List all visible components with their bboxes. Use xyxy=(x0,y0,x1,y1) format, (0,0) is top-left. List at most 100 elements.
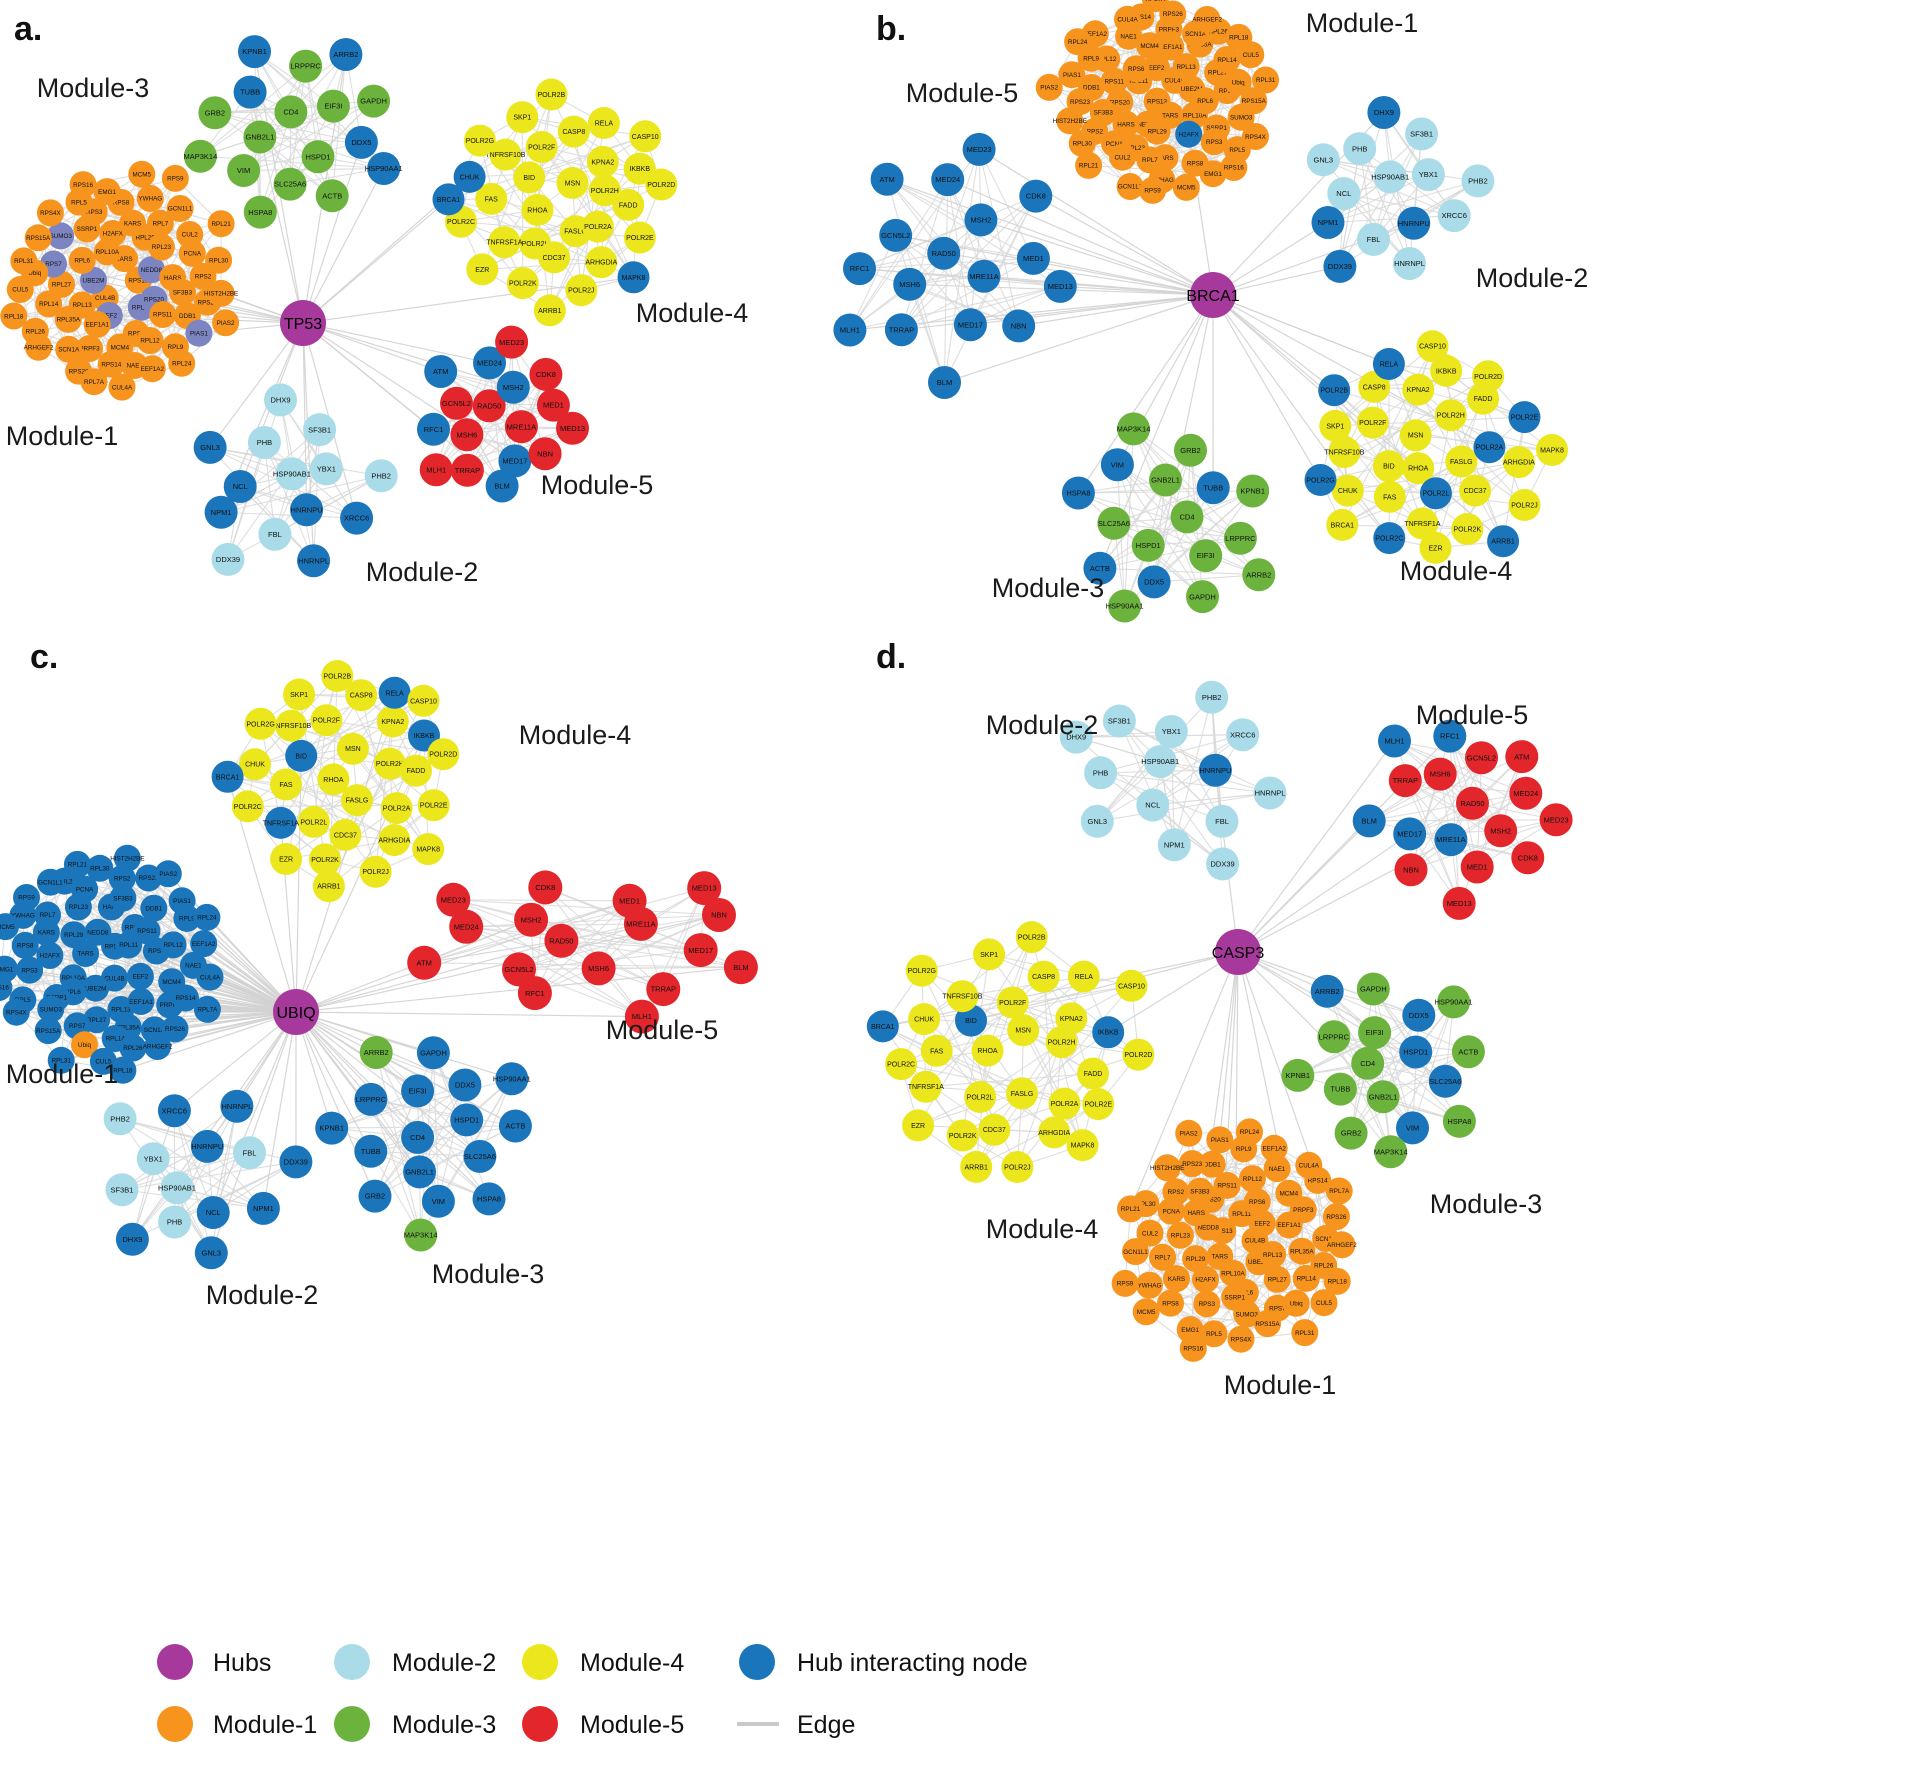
edge xyxy=(1116,464,1155,583)
edge xyxy=(200,54,347,157)
node-circle xyxy=(1195,680,1229,714)
node-PHB2: PHB2 xyxy=(364,459,398,493)
module-label-d-m2: Module-2 xyxy=(986,710,1099,740)
node-circle xyxy=(258,517,292,551)
module-label-c-m1: Module-1 xyxy=(6,1059,119,1089)
node-circle xyxy=(329,38,363,71)
node-DDX5: DDX5 xyxy=(1137,565,1171,599)
node-circle xyxy=(376,705,409,738)
node-MAPK8: MAPK8 xyxy=(1536,434,1568,466)
edge xyxy=(210,1106,238,1253)
node-circle xyxy=(971,1034,1004,1067)
node-DDX5: DDX5 xyxy=(344,125,378,159)
edge xyxy=(936,1017,1072,1052)
node-HSPA8: HSPA8 xyxy=(1061,476,1095,510)
node-POLR2K: POLR2K xyxy=(506,267,539,300)
node-KPNA2: KPNA2 xyxy=(1402,373,1435,406)
node-MSH6: MSH6 xyxy=(1423,757,1457,791)
node-circle xyxy=(1430,354,1463,387)
node-circle xyxy=(119,209,147,237)
node-circle xyxy=(1445,445,1478,478)
edge xyxy=(1022,1029,1083,1146)
node-circle xyxy=(1411,158,1445,192)
node-NPM1: NPM1 xyxy=(1157,828,1191,862)
node-circle xyxy=(1291,1319,1319,1347)
node-circle xyxy=(1323,1072,1357,1106)
edge xyxy=(511,341,546,454)
node-POLR2L: POLR2L xyxy=(1419,477,1452,510)
node-MLH1: MLH1 xyxy=(419,453,453,487)
node-circle xyxy=(513,161,546,194)
node-circle xyxy=(233,75,267,109)
node-circle xyxy=(885,1048,918,1081)
node-circle xyxy=(870,162,904,196)
edge xyxy=(1323,159,1429,176)
node-CHUK: CHUK xyxy=(1331,474,1364,507)
edge xyxy=(1095,18,1208,35)
node-circle xyxy=(68,246,96,274)
node-MLH1: MLH1 xyxy=(833,313,867,347)
node-GRB2: GRB2 xyxy=(198,96,232,130)
node-circle xyxy=(489,138,522,171)
node-SKP1: SKP1 xyxy=(506,101,539,134)
node-RPL7A: RPL7A xyxy=(193,995,221,1023)
node-circle xyxy=(1434,399,1467,432)
node-circle xyxy=(1405,117,1439,151)
module-label-c-m4: Module-4 xyxy=(519,720,632,750)
node-POLR2G: POLR2G xyxy=(463,124,496,157)
edge xyxy=(849,179,949,331)
node-RPS15A: RPS15A xyxy=(1254,1310,1281,1338)
node-POLR2J: POLR2J xyxy=(565,274,598,307)
node-circle xyxy=(157,1094,191,1128)
node-SKP1: SKP1 xyxy=(283,678,316,711)
node-circle xyxy=(450,418,484,452)
node-TRRAP: TRRAP xyxy=(450,453,484,487)
edge xyxy=(1388,346,1434,467)
node-XRCC6: XRCC6 xyxy=(157,1094,191,1128)
hub-edge xyxy=(1219,951,1239,1140)
node-HNRNPU: HNRNPU xyxy=(1397,206,1431,240)
edge xyxy=(598,914,720,969)
node-circle xyxy=(364,459,398,493)
node-LRPPRC: LRPPRC xyxy=(289,49,323,83)
edge xyxy=(1170,1302,1278,1309)
node-VIM: VIM xyxy=(421,1184,455,1218)
hub-edge xyxy=(174,1011,297,1112)
node-MRE11A: MRE11A xyxy=(1434,823,1468,857)
node-circle xyxy=(1373,522,1406,555)
edge xyxy=(943,149,980,254)
hub-edge xyxy=(295,1011,376,1197)
node-circle xyxy=(1038,1116,1071,1149)
edge xyxy=(1410,757,1482,870)
edge xyxy=(561,940,701,951)
edge xyxy=(174,1161,297,1223)
node-MED1: MED1 xyxy=(1460,850,1494,884)
hub-edge xyxy=(1129,951,1239,1210)
edge xyxy=(1369,792,1526,822)
node-HNRNPU: HNRNPU xyxy=(190,1129,224,1163)
edge xyxy=(331,54,347,196)
hub-edge xyxy=(295,1011,516,1127)
edge xyxy=(975,1103,1099,1168)
node-circle xyxy=(1082,1088,1115,1121)
legend-label-hub: Hubs xyxy=(213,1649,271,1677)
node-circle xyxy=(475,182,508,215)
edge xyxy=(545,886,642,925)
node-circle xyxy=(588,174,621,207)
node-circle xyxy=(243,195,277,229)
node-HSP90AA1: HSP90AA1 xyxy=(1435,985,1473,1019)
node-MSH2: MSH2 xyxy=(514,902,549,937)
node-RPL21: RPL21 xyxy=(1117,1195,1144,1223)
node-circle xyxy=(529,357,563,391)
node-EEF1A2: EEF1A2 xyxy=(190,930,218,958)
node-circle xyxy=(1068,129,1096,157)
node-TNFRSF1A: TNFRSF1A xyxy=(908,1070,944,1103)
node-circle xyxy=(528,437,562,471)
node-circle xyxy=(1193,6,1221,33)
node-circle xyxy=(275,457,309,491)
node-RPS4X: RPS4X xyxy=(1227,1325,1255,1353)
node-CDC37: CDC37 xyxy=(538,241,571,274)
node-circle xyxy=(63,850,91,878)
node-MED1: MED1 xyxy=(1016,241,1050,275)
node-circle xyxy=(612,883,647,918)
